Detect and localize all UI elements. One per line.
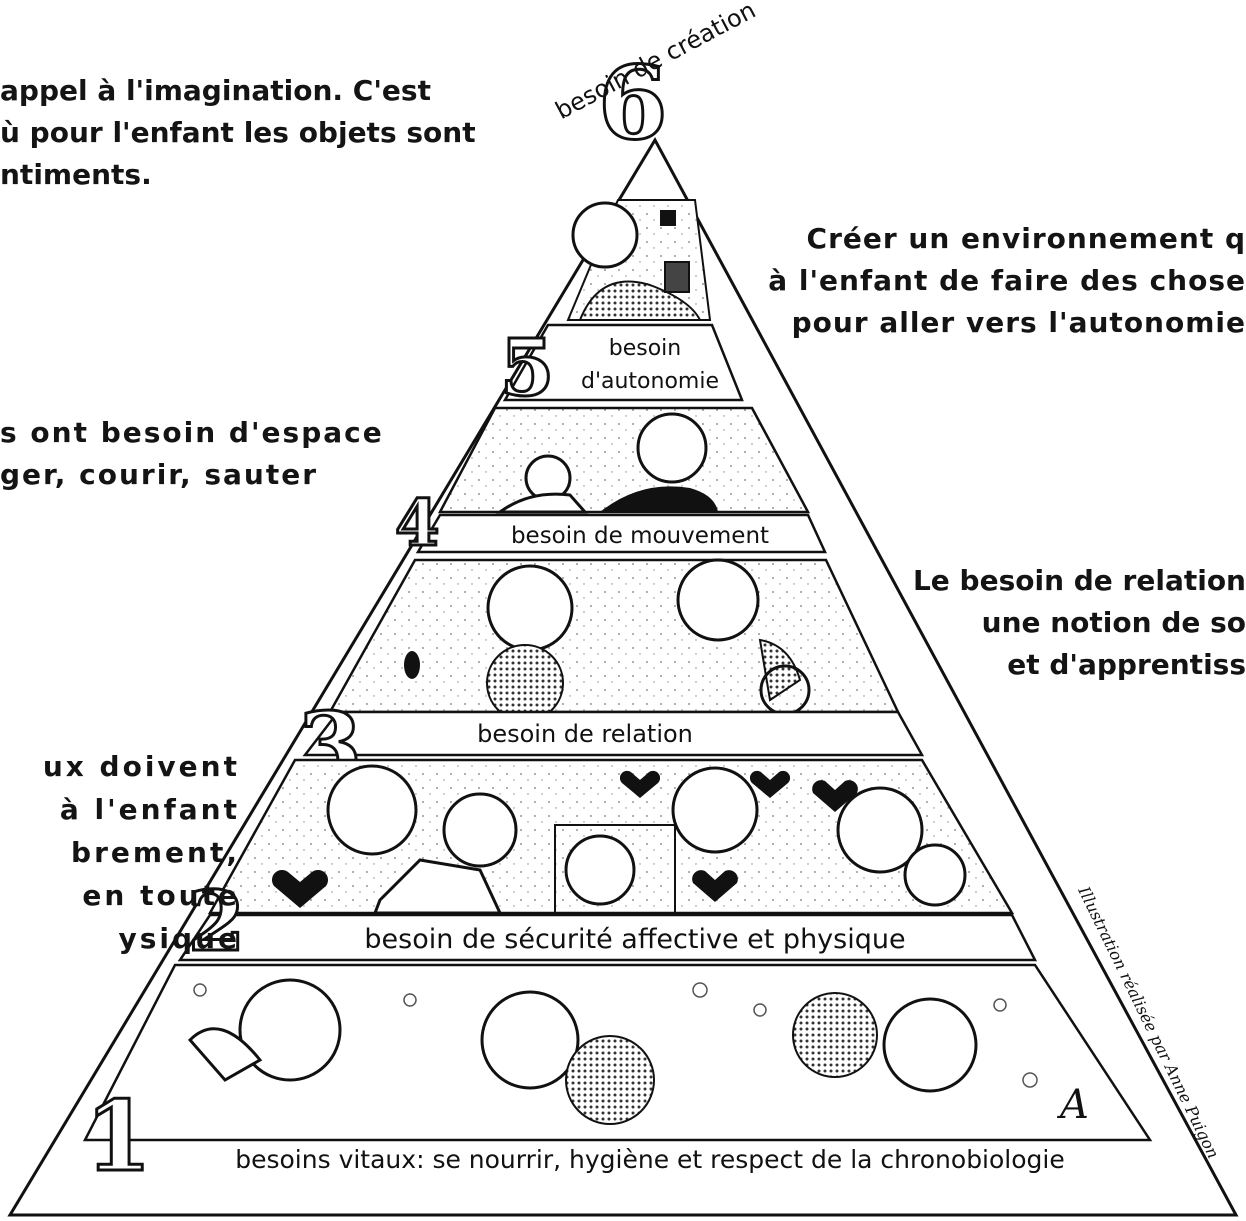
level-1-label: besoins vitaux: se nourrir, hygiène et r… (235, 1145, 1065, 1174)
text-mid-left-line1: s ont besoin d'espace (0, 416, 384, 449)
text-mid-left-line2: ger, courir, sauter (0, 458, 319, 491)
level-1-bar: 1 besoins vitaux: se nourrir, hygiène et… (84, 1079, 1065, 1195)
level-4-number: 4 (395, 486, 440, 561)
text-top-left-line1: appel à l'imagination. C'est (0, 74, 431, 107)
level-5-bar: 5 besoin d'autonomie (499, 322, 744, 416)
level-6-band (566, 199, 712, 321)
text-mid-left: s ont besoin d'espace ger, courir, saute… (0, 412, 384, 496)
text-mid-right: Le besoin de relation une notion de so e… (913, 560, 1246, 686)
text-top-left: appel à l'imagination. C'est ù pour l'en… (0, 70, 476, 196)
text-top-left-line2: ù pour l'enfant les objets sont (0, 116, 476, 149)
level-6-number: 6 (598, 44, 668, 162)
text-low-left-line4: en toute (82, 879, 240, 912)
text-top-right-line1: Créer un environnement q (806, 222, 1246, 255)
text-low-left-line2: à l'enfant (59, 793, 240, 826)
level-4-band (437, 406, 811, 514)
level-5-label-line1: besoin (609, 336, 681, 361)
text-top-right: Créer un environnement q à l'enfant de f… (768, 218, 1246, 344)
text-mid-right-line3: et d'apprentiss (1007, 648, 1246, 681)
text-mid-right-line1: Le besoin de relation (912, 564, 1246, 597)
text-mid-right-line2: une notion de so (981, 606, 1246, 639)
text-low-left-line5: ysique (118, 922, 240, 955)
level-6-top: 6 besoin de création (551, 0, 760, 164)
level-5-number: 5 (500, 323, 554, 414)
level-4-bar: 4 besoin de mouvement (394, 485, 827, 563)
level-4-label: besoin de mouvement (511, 523, 769, 549)
text-top-left-line3: ntiments. (0, 158, 152, 191)
level-5-label-line2: d'autonomie (581, 369, 719, 394)
level-2-label: besoin de sécurité affective et physique (364, 924, 905, 955)
text-low-left: ux doivent à l'enfant brement, en toute … (0, 745, 240, 960)
level-3-label: besoin de relation (477, 720, 693, 748)
level-1-band: A (82, 963, 1153, 1142)
text-top-right-line3: pour aller vers l'autonomie (791, 306, 1246, 339)
level-2-band (207, 758, 1015, 915)
artist-signature: A (1056, 1082, 1089, 1128)
level-2-number: 2 (188, 874, 245, 970)
text-low-left-line3: brement, (71, 836, 240, 869)
level-3-band (327, 558, 900, 722)
level-1-number: 1 (85, 1080, 152, 1193)
text-low-left-line1: ux doivent (42, 750, 240, 783)
text-top-right-line2: à l'enfant de faire des chose (768, 264, 1246, 297)
level-2-bar: 2 besoin de sécurité affective et physiq… (177, 873, 1038, 972)
